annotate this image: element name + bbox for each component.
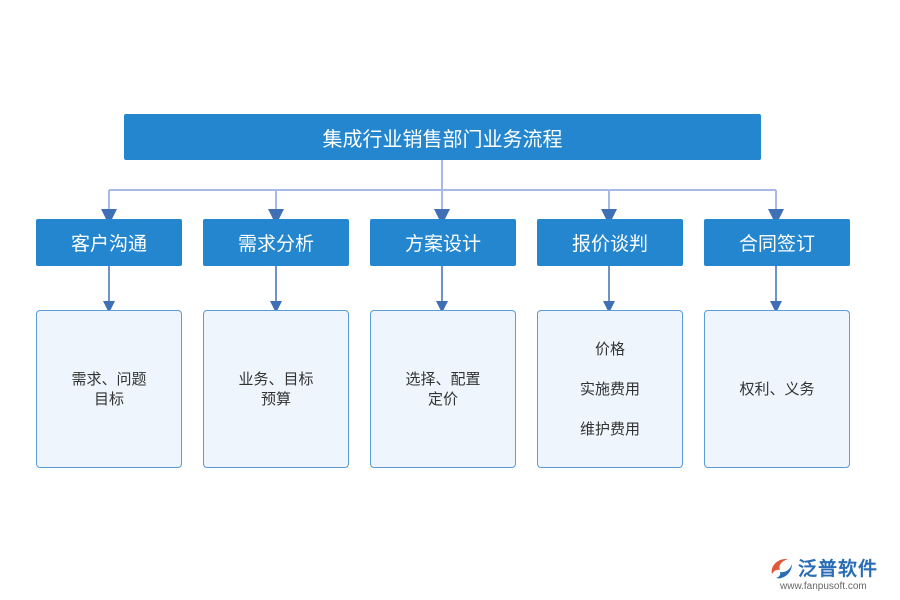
- detail-text: 预算: [260, 390, 291, 408]
- process-title: 集成行业销售部门业务流程: [124, 114, 761, 160]
- detail-box-customer-communication: 需求、问题 目标: [36, 310, 182, 468]
- brand-url: www.fanpusoft.com: [780, 581, 867, 592]
- detail-text: 维护费用: [579, 420, 640, 438]
- stage-requirement-analysis: 需求分析: [203, 219, 349, 266]
- detail-text: 选择、配置: [405, 370, 481, 388]
- detail-text: 权利、义务: [739, 380, 815, 398]
- brand-logo: 泛普软件 www.fanpusoft.com: [768, 552, 892, 596]
- stage-contract-signing: 合同签订: [704, 219, 850, 266]
- stage-solution-design: 方案设计: [370, 219, 516, 266]
- detail-text: 定价: [427, 390, 458, 408]
- detail-text: 实施费用: [579, 380, 640, 398]
- detail-box-quotation-negotiation: 价格 实施费用 维护费用: [537, 310, 683, 468]
- detail-box-requirement-analysis: 业务、目标 预算: [203, 310, 349, 468]
- fanpu-logo-icon: [771, 558, 792, 579]
- detail-text: 业务、目标: [238, 370, 314, 388]
- brand-name: 泛普软件: [798, 558, 879, 580]
- detail-box-contract-signing: 权利、义务: [704, 310, 850, 468]
- stage-quotation-negotiation: 报价谈判: [537, 219, 683, 266]
- detail-text: 需求、问题: [71, 370, 147, 388]
- detail-box-solution-design: 选择、配置 定价: [370, 310, 516, 468]
- detail-text: 价格: [594, 340, 625, 358]
- stage-customer-communication: 客户沟通: [36, 219, 182, 266]
- detail-text: 目标: [93, 390, 124, 408]
